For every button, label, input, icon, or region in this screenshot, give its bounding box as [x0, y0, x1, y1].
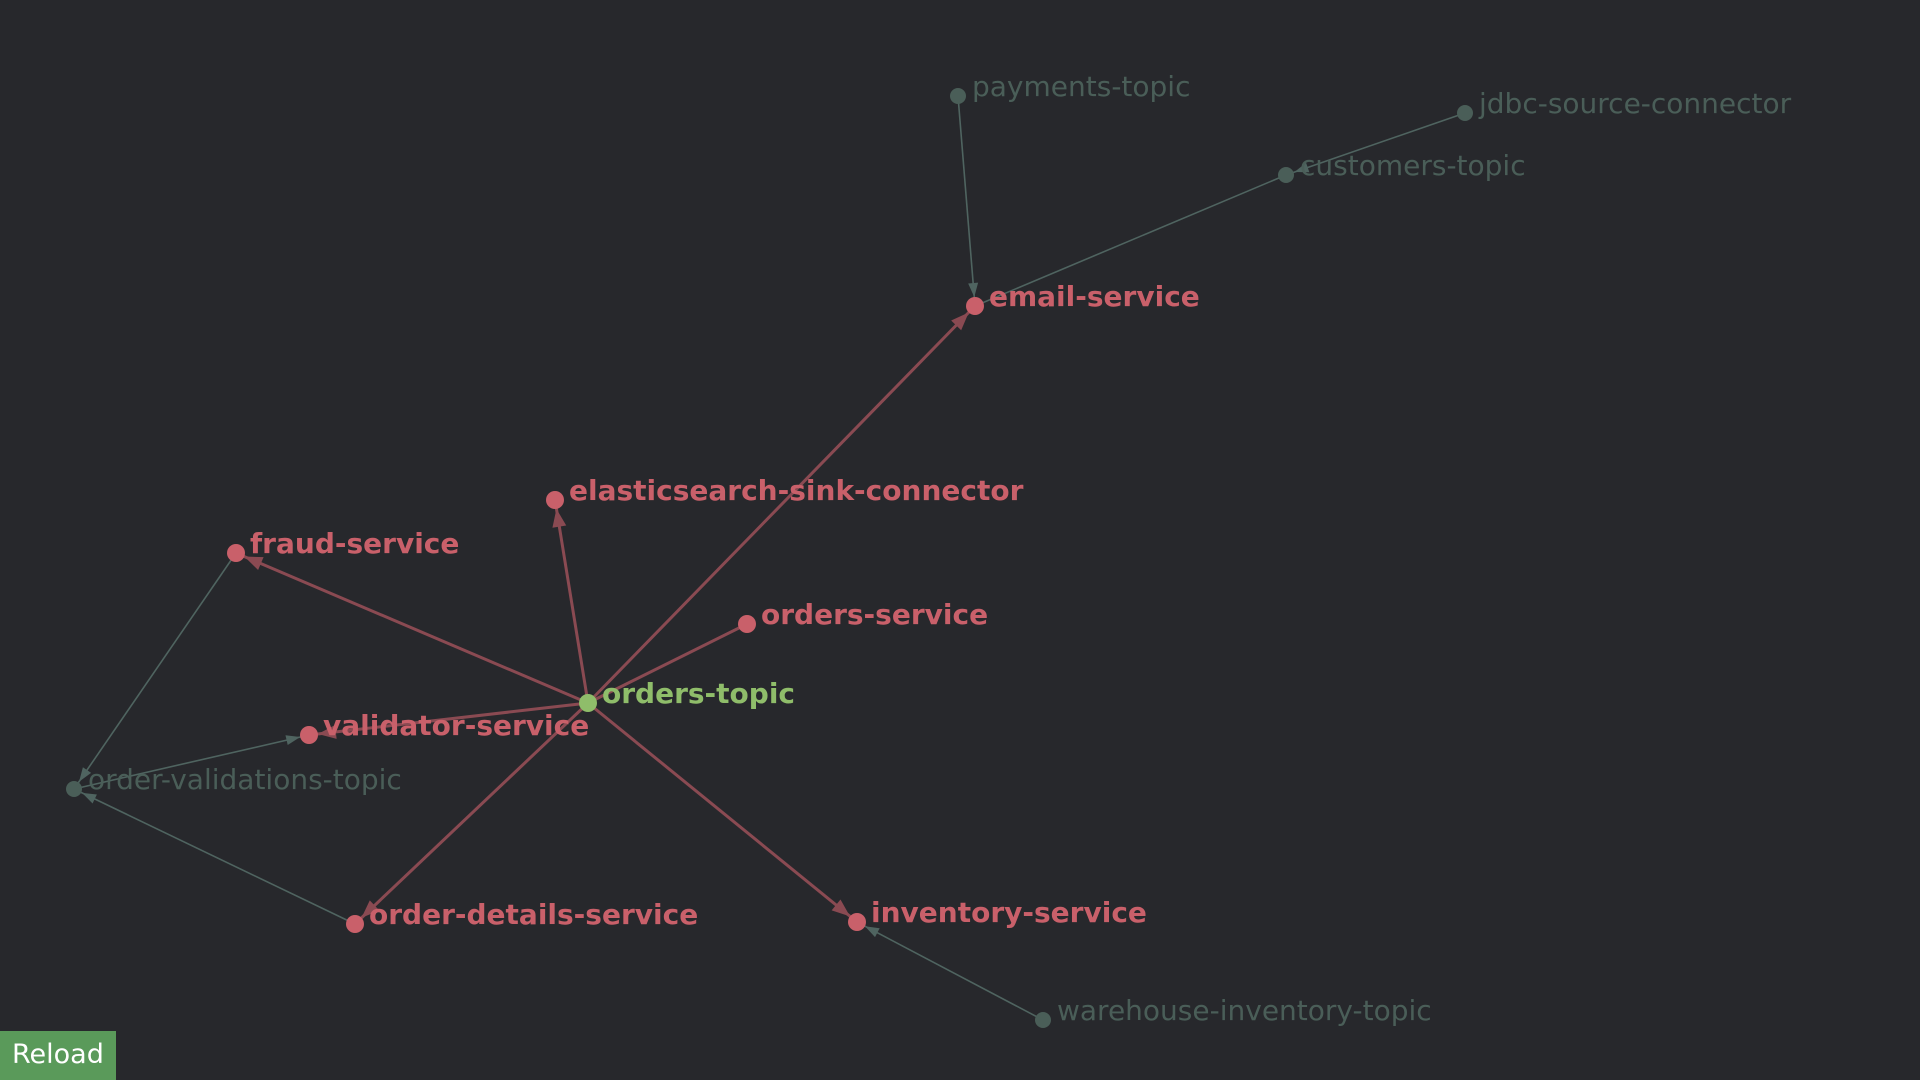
arrowhead-orders-topic-to-elasticsearch-sink-connector	[552, 508, 567, 528]
edge-orders-topic-to-order-details-service	[353, 701, 590, 926]
node-label-fraud-service: fraud-service	[250, 527, 459, 560]
edge-orders-topic-to-email-service	[586, 304, 977, 705]
edge-orders-topic-to-inventory-service	[587, 701, 858, 924]
node-dot-inventory-service[interactable]	[848, 913, 866, 931]
node-label-orders-service: orders-service	[761, 598, 988, 631]
edge-order-validations-topic-to-validator-service	[73, 734, 310, 790]
arrowhead-orders-topic-to-fraud-service	[244, 556, 264, 571]
node-dot-orders-service[interactable]	[738, 615, 756, 633]
edge-order-details-service-to-order-validations-topic	[73, 788, 356, 925]
node-dot-email-service[interactable]	[966, 297, 984, 315]
edge-orders-topic-to-validator-service	[308, 701, 589, 737]
edge-orders-topic-to-fraud-service	[235, 551, 589, 705]
node-label-elasticsearch-sink-connector: elasticsearch-sink-connector	[569, 474, 1024, 507]
edge-jdbc-source-connector-to-customers-topic	[1285, 112, 1466, 176]
node-dot-validator-service[interactable]	[300, 726, 318, 744]
edge-customers-topic-to-email-service	[974, 174, 1287, 307]
arrowhead-orders-topic-to-order-details-service	[361, 900, 380, 918]
node-label-orders-topic: orders-topic	[602, 677, 795, 710]
arrowhead-jdbc-source-connector-to-customers-topic	[1294, 162, 1310, 173]
node-dot-order-validations-topic[interactable]	[66, 781, 82, 797]
node-dot-customers-topic[interactable]	[1278, 167, 1294, 183]
node-label-payments-topic: payments-topic	[972, 70, 1190, 103]
arrowhead-order-validations-topic-to-validator-service	[285, 735, 301, 746]
edge-payments-topic-to-email-service	[957, 95, 976, 307]
arrowhead-fraud-service-to-order-validations-topic	[79, 767, 92, 782]
node-label-validator-service: validator-service	[323, 709, 589, 742]
node-dot-payments-topic[interactable]	[950, 88, 966, 104]
node-warehouse-inventory-topic[interactable]: warehouse-inventory-topic	[1035, 994, 1432, 1028]
edges-layer	[73, 95, 1466, 1021]
node-validator-service[interactable]: validator-service	[300, 709, 589, 744]
node-dot-elasticsearch-sink-connector[interactable]	[546, 491, 564, 509]
node-label-inventory-service: inventory-service	[871, 896, 1147, 929]
node-email-service[interactable]: email-service	[966, 280, 1200, 315]
node-label-warehouse-inventory-topic: warehouse-inventory-topic	[1057, 994, 1432, 1027]
arrowhead-orders-topic-to-inventory-service	[831, 899, 851, 917]
arrowhead-payments-topic-to-email-service	[968, 282, 979, 298]
node-dot-jdbc-source-connector[interactable]	[1457, 105, 1473, 121]
node-elasticsearch-sink-connector[interactable]: elasticsearch-sink-connector	[546, 474, 1024, 509]
node-jdbc-source-connector[interactable]: jdbc-source-connector	[1457, 87, 1792, 121]
edge-orders-service-to-orders-topic	[587, 622, 748, 705]
node-order-validations-topic[interactable]: order-validations-topic	[66, 763, 402, 797]
node-label-email-service: email-service	[989, 280, 1200, 313]
arrowhead-warehouse-inventory-topic-to-inventory-service	[864, 926, 880, 938]
nodes-layer: payments-topic jdbc-source-connector custo…	[66, 70, 1792, 1028]
node-label-order-details-service: order-details-service	[369, 898, 698, 931]
arrowhead-order-details-service-to-order-validations-topic	[82, 792, 97, 804]
node-label-customers-topic: customers-topic	[1300, 149, 1526, 182]
node-inventory-service[interactable]: inventory-service	[848, 896, 1147, 931]
node-fraud-service[interactable]: fraud-service	[227, 527, 459, 562]
edge-fraud-service-to-order-validations-topic	[73, 552, 237, 790]
node-dot-warehouse-inventory-topic[interactable]	[1035, 1012, 1051, 1028]
node-orders-topic[interactable]: orders-topic	[579, 677, 795, 712]
edge-warehouse-inventory-topic-to-inventory-service	[856, 921, 1044, 1021]
node-label-order-validations-topic: order-validations-topic	[88, 763, 402, 796]
node-label-jdbc-source-connector: jdbc-source-connector	[1478, 87, 1792, 120]
node-order-details-service[interactable]: order-details-service	[346, 898, 698, 933]
arrowhead-orders-topic-to-email-service	[951, 312, 969, 331]
node-orders-service[interactable]: orders-service	[738, 598, 988, 633]
node-payments-topic[interactable]: payments-topic	[950, 70, 1190, 104]
reload-button[interactable]: Reload	[0, 1031, 116, 1080]
node-dot-orders-topic[interactable]	[579, 694, 597, 712]
arrowhead-orders-topic-to-validator-service	[317, 724, 337, 739]
node-dot-order-details-service[interactable]	[346, 915, 364, 933]
node-dot-fraud-service[interactable]	[227, 544, 245, 562]
node-customers-topic[interactable]: customers-topic	[1278, 149, 1526, 183]
edge-orders-topic-to-elasticsearch-sink-connector	[553, 499, 590, 704]
